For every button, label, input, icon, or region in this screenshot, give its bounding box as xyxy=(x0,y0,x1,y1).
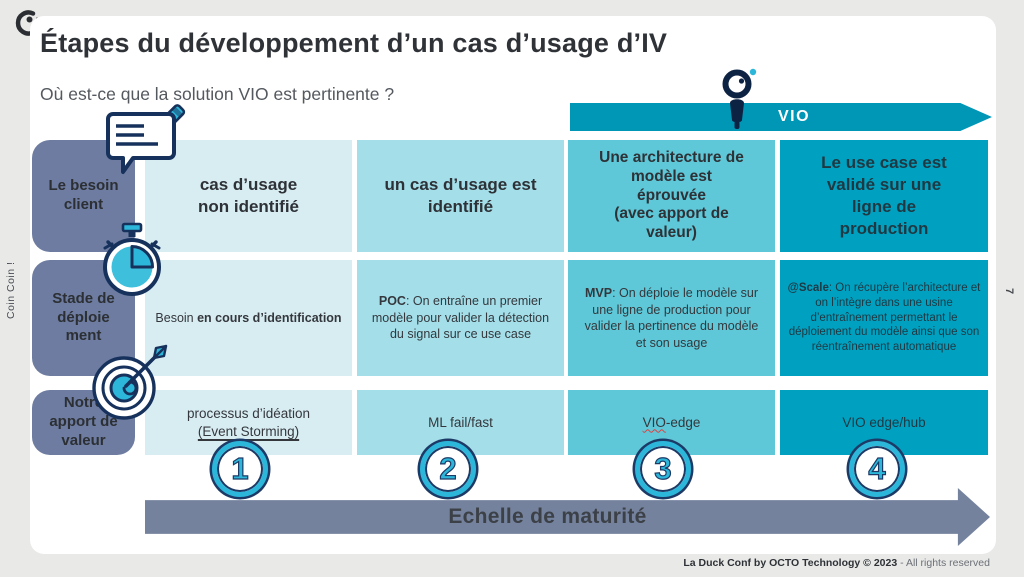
cell-stade-3-text: MVP: On déploie le modèle sur une ligne … xyxy=(584,286,759,350)
vio-banner: VIO xyxy=(570,103,992,131)
cell-besoin-3-text: Une architecture de modèle est éprouvée … xyxy=(599,148,744,242)
cell-stade-2: POC: On entraîne un premier modèle pour … xyxy=(357,260,564,376)
page-subtitle: Où est-ce que la solution VIO est pertin… xyxy=(40,84,395,104)
cell-apport-3-text: VIO-edge xyxy=(642,414,701,430)
page-title: Étapes du développement d’un cas d’usage… xyxy=(40,28,668,58)
cell-apport-1-text: processus d’idéation(Event Storming) xyxy=(186,405,311,439)
vio-banner-label: VIO xyxy=(777,108,811,125)
cell-besoin-2: un cas d’usage est identifié xyxy=(357,140,564,252)
cell-besoin-4: Le use case est validé sur une ligne de … xyxy=(780,140,988,252)
cell-stade-4: @Scale: On récupère l’architecture et on… xyxy=(780,260,988,376)
row-header-stade-deploiement: Stade de déploie ment xyxy=(32,260,135,376)
stage-number-2: 2 xyxy=(420,441,476,497)
cell-apport-2-text: ML fail/fast xyxy=(428,414,493,430)
cell-besoin-2-text: un cas d’usage est identifié xyxy=(384,174,537,216)
dart-target-icon xyxy=(92,344,168,420)
cell-besoin-3: Une architecture de modèle est éprouvée … xyxy=(568,140,775,252)
page-number: 7 xyxy=(1003,287,1015,295)
maturity-arrow-label: Echelle de maturité xyxy=(448,505,647,528)
cell-apport-1: processus d’idéation(Event Storming) xyxy=(145,390,352,455)
cell-apport-4-text: VIO edge/hub xyxy=(842,414,926,430)
cell-stade-4-text: @Scale: On récupère l’architecture et on… xyxy=(787,281,981,354)
stopwatch-icon xyxy=(103,222,161,296)
speech-bubble-pen-icon xyxy=(106,104,186,174)
cell-stade-1-text: Besoin en cours d’identification xyxy=(155,310,342,325)
cell-besoin-4-text: Le use case est validé sur une ligne de … xyxy=(821,152,947,239)
vio-pin-icon xyxy=(722,68,757,129)
footer-credit: La Duck Conf by OCTO Technology © 2023 -… xyxy=(683,557,990,569)
cell-besoin-1-text: cas d’usage non identifié xyxy=(197,174,300,216)
cell-stade-3: MVP: On déploie le modèle sur une ligne … xyxy=(568,260,775,376)
cell-stade-1: Besoin en cours d’identification xyxy=(145,260,352,376)
stage-number-1: 1 xyxy=(212,441,268,497)
stage-number-3: 3 xyxy=(635,441,691,497)
side-note-coin-coin: Coin Coin ! xyxy=(5,261,17,319)
stage-number-4: 4 xyxy=(849,441,905,497)
cell-stade-2-text: POC: On entraîne un premier modèle pour … xyxy=(371,294,550,342)
cell-besoin-1: cas d’usage non identifié xyxy=(145,140,352,252)
